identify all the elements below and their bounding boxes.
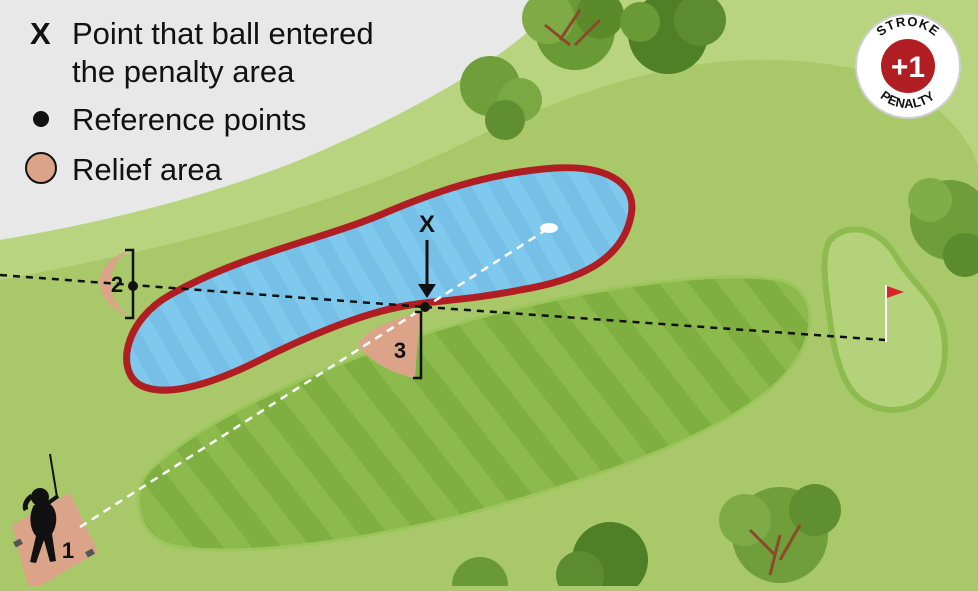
tree-cluster-bottom (452, 484, 841, 591)
tree-cluster-top (460, 0, 726, 140)
fairway (136, 275, 812, 552)
badge-bottom-text: PENALTY (878, 88, 938, 112)
golfer-silhouette (22, 453, 60, 563)
legend-reference-label: Reference points (72, 102, 306, 137)
legend-x-label-line2: the penalty area (72, 54, 295, 89)
stroke-penalty-badge: STROKE +1 PENALTY (855, 13, 961, 119)
out-of-play-area (0, 0, 560, 240)
legend-relief-swatch (25, 152, 57, 184)
entry-x-label: X (419, 211, 435, 238)
tee-marker (13, 538, 23, 548)
ball-flight-line (79, 226, 550, 529)
reference-point-2 (128, 281, 138, 291)
flag (887, 286, 904, 298)
tree-cluster-right (908, 178, 978, 277)
badge-value: +1 (891, 51, 925, 84)
relief-area-2 (100, 250, 130, 316)
penalty-area (123, 164, 636, 394)
legend-reference-dot (33, 111, 49, 127)
relief-number-1: 1 (62, 538, 74, 563)
reference-point-entry (420, 302, 430, 312)
relief-number-2: 2 (111, 272, 123, 297)
relief-number-3: 3 (394, 338, 406, 363)
relief-area-3 (358, 312, 420, 378)
club-length-bracket-3 (413, 310, 423, 380)
legend-x-label-line1: Point that ball entered (72, 16, 374, 51)
legend-relief-label: Relief area (72, 152, 223, 187)
reference-line (0, 273, 426, 309)
legend-x-symbol: X (30, 16, 51, 51)
entry-arrow-head (418, 284, 436, 298)
tee-marker (85, 548, 95, 558)
putting-green (821, 226, 949, 413)
